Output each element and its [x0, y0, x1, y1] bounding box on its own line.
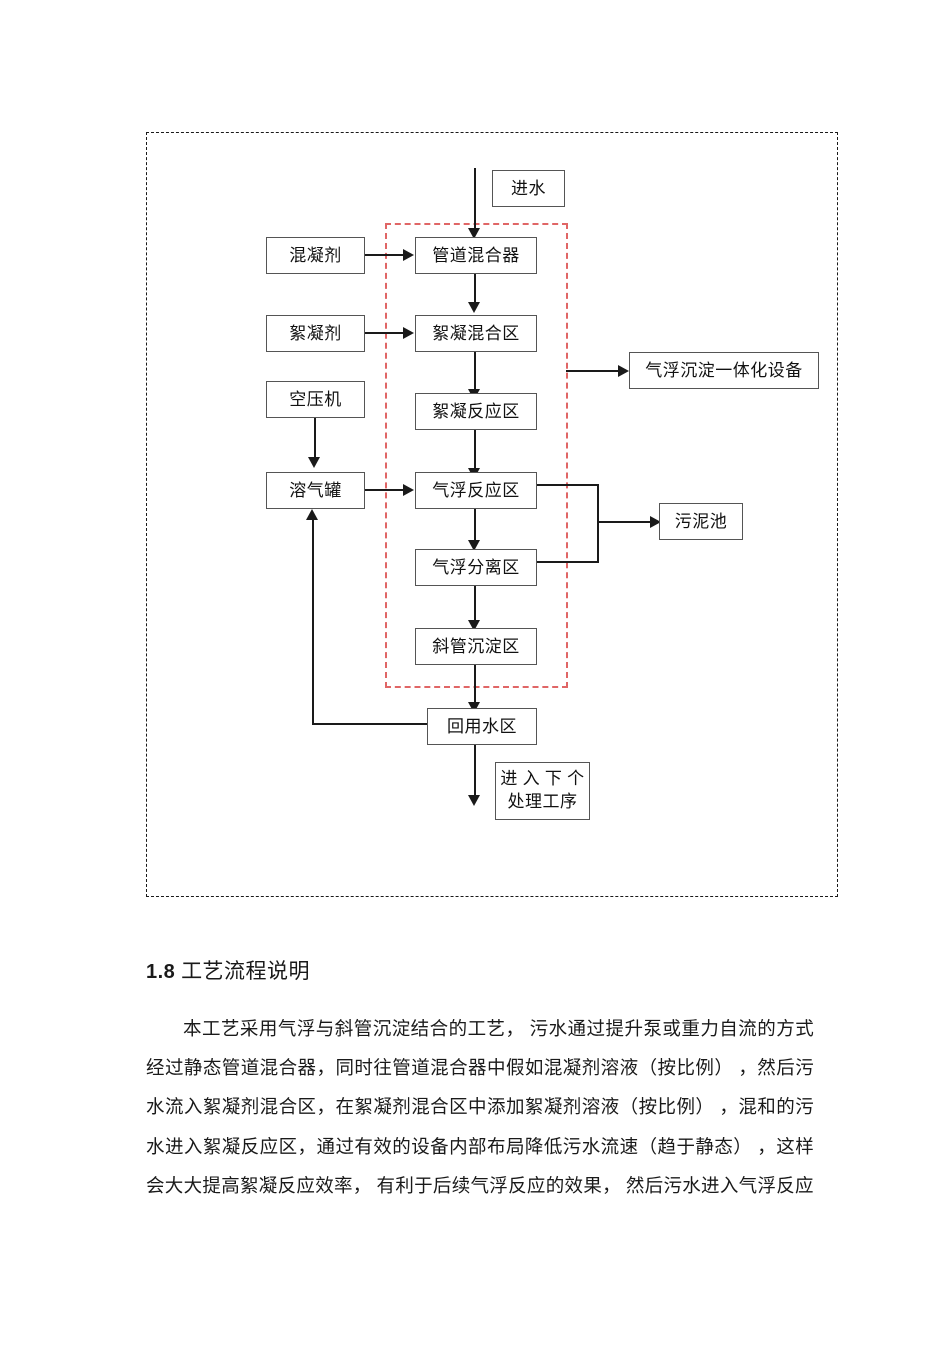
edge-reuse-to-tank-horizontal	[312, 723, 429, 726]
node-integrated-equipment-label: 气浮沉淀一体化设备	[645, 360, 803, 380]
node-sludge-pond: 污泥池	[659, 503, 743, 540]
node-next-process-label-line1: 进 入 下 个	[500, 769, 585, 789]
edge-reuse-to-next-process-line	[474, 745, 477, 800]
edge-coagulant-to-pipe-mixer-arrow	[403, 249, 414, 261]
node-reuse-water-zone: 回用水区	[427, 708, 537, 745]
edge-influent-to-pipe-mixer-line	[474, 168, 477, 232]
edge-mixer-to-floc-mixing-line	[474, 274, 477, 305]
node-influent-label: 进水	[511, 178, 546, 198]
node-air-compressor-label: 空压机	[289, 389, 342, 409]
edge-highlight-to-integrated-arrow	[618, 365, 629, 377]
diagram-outer-dashed-frame	[146, 132, 838, 897]
edge-separation-to-sludge-bottom	[537, 561, 599, 564]
edge-floc-reaction-to-flotation-line	[474, 430, 477, 475]
node-tube-settler-zone-label: 斜管沉淀区	[432, 636, 520, 656]
edge-flotation-to-separation-arrow	[468, 540, 480, 551]
process-flow-diagram: 进水 混凝剂 絮凝剂 空压机 溶气罐 管道混合器 絮凝混合区 絮凝反应区 气浮反…	[146, 132, 838, 897]
edge-flotation-to-sludge-top	[537, 484, 599, 487]
node-pipe-mixer: 管道混合器	[415, 237, 537, 274]
node-integrated-equipment: 气浮沉淀一体化设备	[629, 352, 819, 389]
edge-coagulant-to-pipe-mixer-line	[365, 254, 405, 257]
node-flotation-separation-zone: 气浮分离区	[415, 549, 537, 586]
node-coagulant-label: 混凝剂	[289, 245, 342, 265]
node-flotation-reaction-zone-label: 气浮反应区	[432, 480, 520, 500]
integrated-equipment-highlight-frame	[385, 223, 568, 688]
edge-reuse-to-next-process-arrow	[468, 795, 480, 806]
edge-sludge-bracket-vertical	[597, 484, 600, 563]
edge-settler-to-reuse-line	[474, 665, 477, 707]
edge-sludge-bracket-horizontal	[597, 521, 652, 524]
edge-flocculant-to-mixing-zone-line	[365, 332, 405, 335]
node-floc-mixing-zone-label: 絮凝混合区	[432, 323, 520, 343]
edge-flocculant-to-mixing-zone-arrow	[403, 327, 414, 339]
node-flocculant: 絮凝剂	[266, 315, 365, 352]
section-heading: 1.8 工艺流程说明	[146, 955, 814, 985]
node-coagulant: 混凝剂	[266, 237, 365, 274]
edge-separation-to-settler-arrow	[468, 620, 480, 631]
edge-settler-to-reuse-arrow	[468, 702, 480, 713]
node-floc-reaction-zone-label: 絮凝反应区	[432, 401, 520, 421]
edge-floc-mixing-to-floc-reaction-line	[474, 352, 477, 393]
node-sludge-pond-label: 污泥池	[674, 511, 728, 531]
edge-mixer-to-floc-mixing-arrow	[468, 302, 480, 313]
edge-compressor-to-tank-line	[314, 418, 317, 461]
edge-reuse-to-tank-arrow	[306, 509, 318, 520]
edge-separation-to-settler-line	[474, 586, 477, 624]
node-floc-reaction-zone: 絮凝反应区	[415, 393, 537, 430]
process-description-paragraph: 本工艺采用气浮与斜管沉淀结合的工艺， 污水通过提升泵或重力自流的方式经过静态管道…	[146, 1020, 814, 1197]
edge-influent-to-pipe-mixer-arrow	[468, 228, 480, 239]
node-next-process: 进 入 下 个 处理工序	[495, 762, 590, 820]
edge-tank-to-flotation-line	[365, 489, 405, 492]
node-flotation-reaction-zone: 气浮反应区	[415, 472, 537, 509]
document-body: 1.8 工艺流程说明 本工艺采用气浮与斜管沉淀结合的工艺， 污水通过提升泵或重力…	[146, 955, 814, 1207]
edge-highlight-to-integrated-line	[566, 370, 621, 373]
node-floc-mixing-zone: 絮凝混合区	[415, 315, 537, 352]
edge-compressor-to-tank-arrow	[308, 457, 320, 468]
node-reuse-water-zone-label: 回用水区	[447, 716, 517, 736]
node-tube-settler-zone: 斜管沉淀区	[415, 628, 537, 665]
node-air-compressor: 空压机	[266, 381, 365, 418]
node-flocculant-label: 絮凝剂	[289, 323, 342, 343]
node-next-process-label-line2: 处理工序	[507, 792, 578, 811]
node-dissolved-air-tank-label: 溶气罐	[289, 480, 342, 500]
edge-reuse-to-tank-vertical	[312, 520, 315, 725]
section-title: 工艺流程说明	[181, 959, 311, 983]
node-influent: 进水	[492, 170, 565, 207]
section-number: 1.8	[146, 961, 176, 983]
node-flotation-separation-zone-label: 气浮分离区	[432, 557, 520, 577]
edge-flotation-to-separation-line	[474, 509, 477, 544]
node-pipe-mixer-label: 管道混合器	[432, 245, 520, 265]
edge-tank-to-flotation-arrow	[403, 484, 414, 496]
node-dissolved-air-tank: 溶气罐	[266, 472, 365, 509]
edge-sludge-arrow	[650, 516, 661, 528]
